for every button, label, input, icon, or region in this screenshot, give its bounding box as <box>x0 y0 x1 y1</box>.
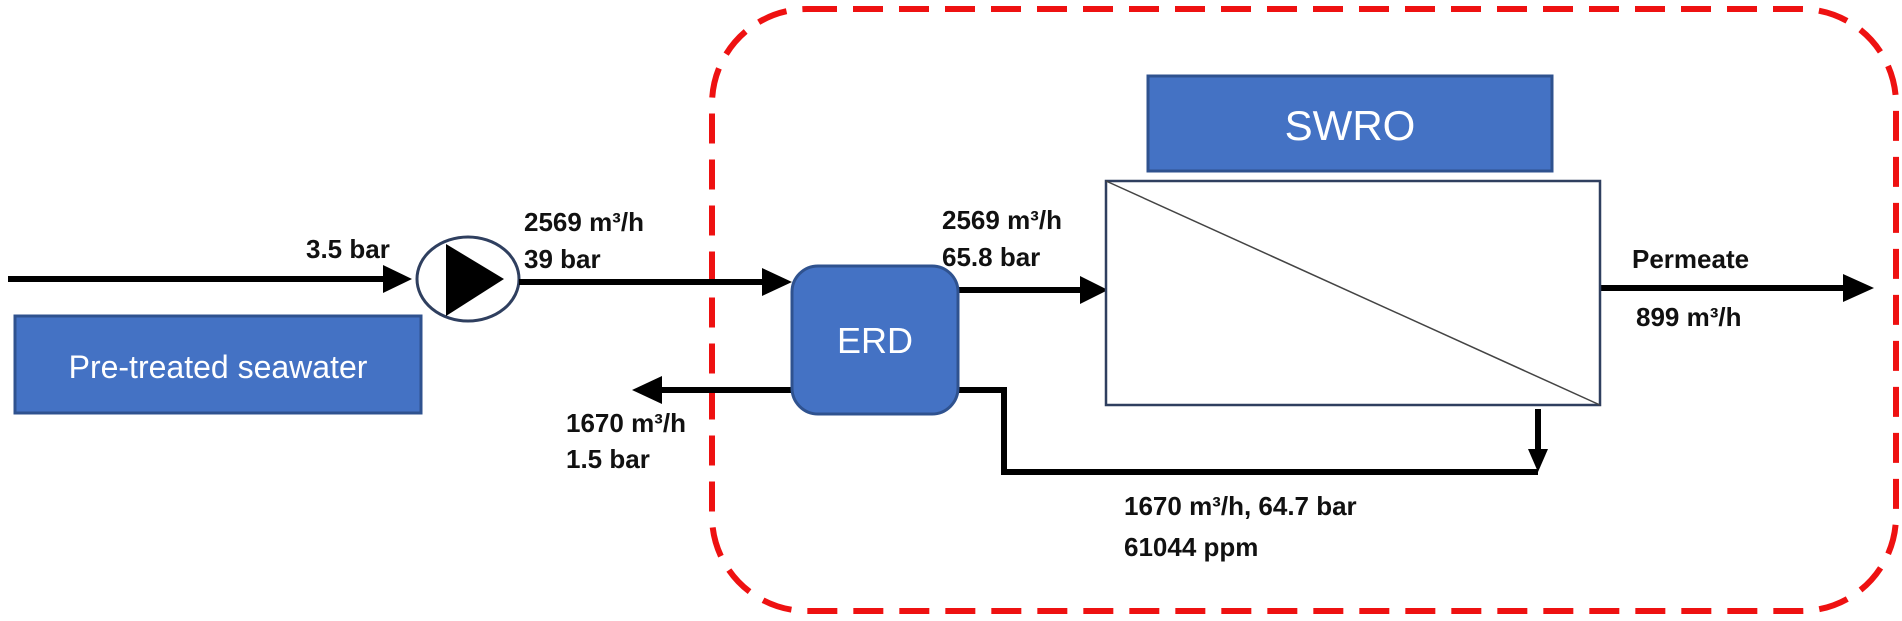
swro-label: SWRO <box>1285 102 1416 149</box>
concentrate-flow-pressure-label: 1670 m³/h, 64.7 bar <box>1124 491 1357 521</box>
inlet-pressure-label: 3.5 bar <box>306 234 390 264</box>
pump-icon <box>446 244 504 316</box>
erd-label: ERD <box>837 320 913 361</box>
brine-outlet-flow-label: 1670 m³/h <box>566 408 686 438</box>
feed-arrowhead <box>383 265 412 293</box>
pretreated-seawater-box: Pre-treated seawater <box>13 314 423 415</box>
erd-outlet-flow-label: 2569 m³/h <box>942 205 1062 235</box>
permeate-flow-label: 899 m³/h <box>1636 302 1742 332</box>
pump-to-erd-arrowhead <box>762 268 792 296</box>
swro-title-box: SWRO <box>1146 74 1554 173</box>
erd-outlet-pressure-label: 65.8 bar <box>942 242 1040 272</box>
membrane-diagonal <box>1105 180 1601 406</box>
permeate-arrowhead <box>1843 274 1874 302</box>
high-pressure-pump <box>415 235 521 323</box>
erd-to-swro-arrowhead <box>1080 276 1108 304</box>
concentrate-drop-arrowhead <box>1528 449 1548 472</box>
permeate-label: Permeate <box>1632 244 1749 274</box>
concentrate-return-line <box>958 387 1538 475</box>
system-boundary <box>709 6 1899 614</box>
swro-membrane-module <box>1104 179 1602 407</box>
concentrate-salinity-label: 61044 ppm <box>1124 532 1258 562</box>
pump-outlet-flow-label: 2569 m³/h <box>524 207 644 237</box>
erd-box: ERD <box>790 264 960 416</box>
pretreated-seawater-label: Pre-treated seawater <box>69 349 368 385</box>
brine-outlet-pressure-label: 1.5 bar <box>566 444 650 474</box>
pump-outlet-pressure-label: 39 bar <box>524 244 601 274</box>
brine-discharge-arrowhead <box>632 376 662 404</box>
